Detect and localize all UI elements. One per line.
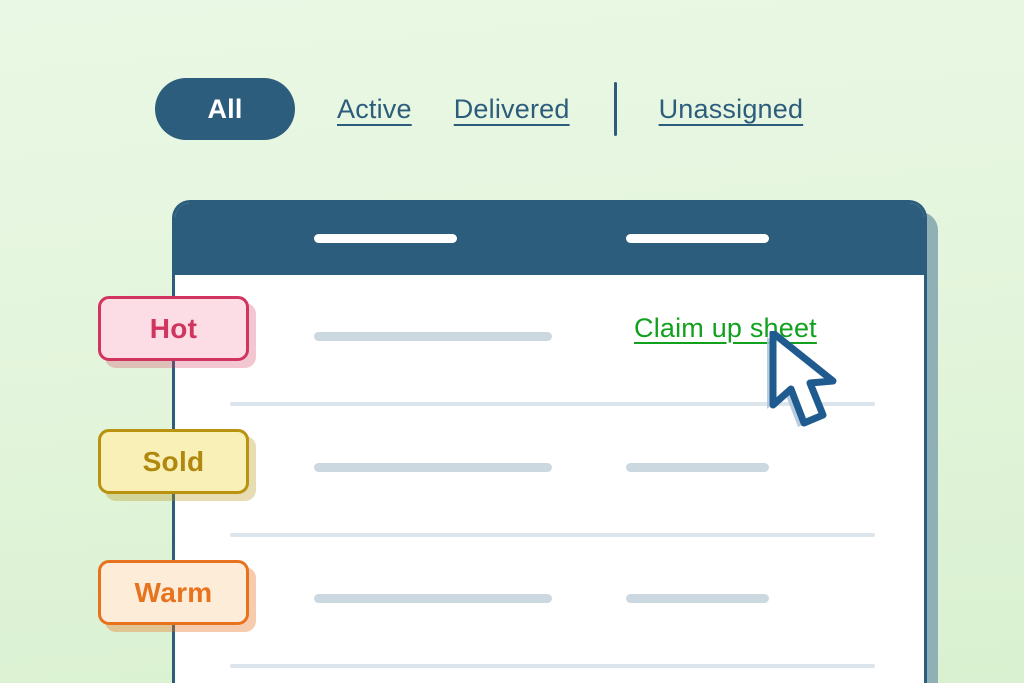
row-placeholder-bar-primary	[314, 332, 552, 341]
table-row[interactable]: Claim up sheet	[175, 275, 924, 406]
tab-unassigned[interactable]: Unassigned	[658, 93, 804, 124]
status-badge-sold[interactable]: Sold	[98, 429, 249, 494]
row-divider	[230, 402, 875, 406]
leads-card: Claim up sheet	[172, 200, 927, 683]
row-divider	[230, 664, 875, 668]
row-placeholder-bar-primary	[314, 594, 552, 603]
row-placeholder-bar-primary	[314, 463, 552, 472]
table-row[interactable]	[175, 537, 924, 668]
status-badge-warm[interactable]: Warm	[98, 560, 249, 625]
row-placeholder-bar-secondary	[626, 463, 769, 472]
table-row[interactable]	[175, 668, 924, 683]
card-body: Claim up sheet	[175, 275, 924, 683]
status-badge-hot[interactable]: Hot	[98, 296, 249, 361]
table-row[interactable]	[175, 406, 924, 537]
tab-all[interactable]: All	[155, 78, 295, 140]
header-placeholder-bar-1	[314, 234, 457, 243]
status-filter-tabs: All Active Delivered Unassigned	[155, 78, 803, 140]
claim-up-sheet-link[interactable]: Claim up sheet	[634, 313, 817, 343]
card-header	[175, 203, 924, 275]
tab-separator	[613, 82, 617, 136]
row-placeholder-bar-secondary	[626, 594, 769, 603]
header-placeholder-bar-2	[626, 234, 769, 243]
tab-active[interactable]: Active	[337, 93, 412, 124]
tab-delivered[interactable]: Delivered	[453, 93, 570, 124]
row-divider	[230, 533, 875, 537]
